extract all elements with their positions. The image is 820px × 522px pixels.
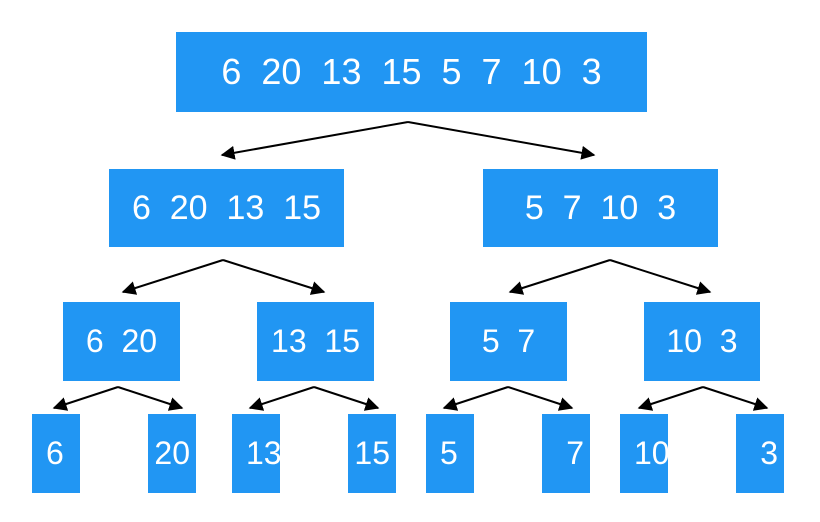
arrow-left-to-left (121, 259, 224, 295)
arrow-n4-to-left (248, 386, 315, 411)
quarter-label-2: 13 15 (271, 323, 360, 359)
leaf-label-6: 7 (566, 435, 584, 471)
leaf-node-4: 15 (348, 414, 396, 493)
leaf-label-4: 15 (354, 435, 390, 471)
left-half-node: 6 20 13 15 (109, 169, 344, 247)
leaf-label-2: 20 (154, 435, 190, 471)
right-half-node: 5 7 10 3 (483, 169, 718, 247)
arrow-n5-to-right (507, 386, 574, 411)
arrow-root-to-right (407, 121, 596, 160)
arrow-n6-to-left (637, 386, 704, 411)
leaf-node-5: 5 (426, 414, 474, 493)
leaf-node-8: 3 (736, 414, 784, 493)
leaf-label-3: 13 (246, 435, 282, 471)
arrow-n3-to-left (52, 386, 119, 411)
leaf-label-8: 3 (760, 435, 778, 471)
arrow-root-to-left (220, 121, 409, 160)
arrow-right-to-left (508, 259, 611, 295)
leaf-label-1: 6 (46, 435, 64, 471)
quarter-node-1: 6 20 (63, 302, 180, 381)
arrow-n4-to-right (313, 386, 380, 411)
root-array-label: 6 20 13 15 5 7 10 3 (221, 51, 602, 92)
leaf-node-1: 6 (32, 414, 80, 493)
root-array-node: 6 20 13 15 5 7 10 3 (176, 32, 647, 112)
arrow-n3-to-right (117, 386, 184, 411)
quarter-node-3: 5 7 (450, 302, 567, 381)
arrow-n6-to-right (702, 386, 769, 411)
quarter-label-1: 6 20 (85, 323, 158, 359)
leaf-node-2: 20 (148, 414, 196, 493)
quarter-node-2: 13 15 (257, 302, 374, 381)
leaf-node-7: 10 (620, 414, 670, 493)
left-half-label: 6 20 13 15 (131, 188, 322, 227)
right-half-label: 5 7 10 3 (524, 188, 677, 227)
leaf-label-7: 10 (634, 435, 670, 471)
arrow-n5-to-left (442, 386, 509, 411)
leaf-node-3: 13 (232, 414, 282, 493)
quarter-label-4: 10 3 (666, 323, 738, 359)
quarter-label-3: 5 7 (481, 323, 536, 359)
arrow-left-to-right (222, 259, 326, 295)
leaf-label-5: 5 (440, 435, 458, 471)
arrow-right-to-right (609, 259, 712, 295)
quarter-node-4: 10 3 (644, 302, 760, 381)
leaf-node-6: 7 (542, 414, 590, 493)
